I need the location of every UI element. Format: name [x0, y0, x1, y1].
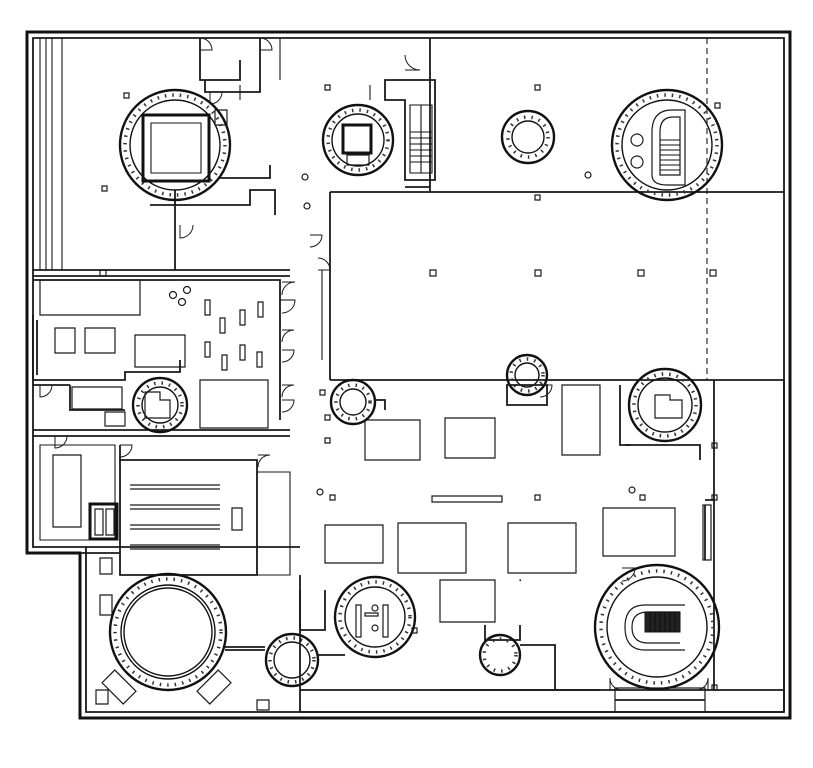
hall-tables	[325, 385, 675, 622]
round-room-top-right-zone	[502, 111, 554, 163]
outer-walls	[27, 32, 790, 718]
doors	[40, 38, 708, 690]
column-grid	[100, 85, 720, 690]
round-room-small-bottom	[480, 635, 520, 675]
round-room-mid-hall-left	[331, 380, 385, 424]
round-room-center	[335, 577, 415, 657]
lower-left-partitions	[40, 445, 300, 710]
round-room-stair-top-right	[612, 90, 722, 200]
round-room-stair-bottom-right	[595, 565, 719, 712]
round-room-top-mid	[323, 105, 393, 175]
round-room-mid-hall-right	[620, 369, 701, 460]
top-partitions	[33, 38, 784, 380]
round-room-lobby	[266, 634, 345, 686]
left-mid-fixtures	[170, 287, 264, 371]
stair-mid-top	[410, 105, 432, 173]
left-mid-partitions	[33, 280, 295, 436]
round-room-top-left	[120, 90, 230, 200]
lower-center-partitions	[300, 380, 784, 712]
left-facade-lines	[40, 38, 62, 270]
round-room-mid-left	[133, 378, 187, 432]
round-room-large	[102, 574, 265, 704]
